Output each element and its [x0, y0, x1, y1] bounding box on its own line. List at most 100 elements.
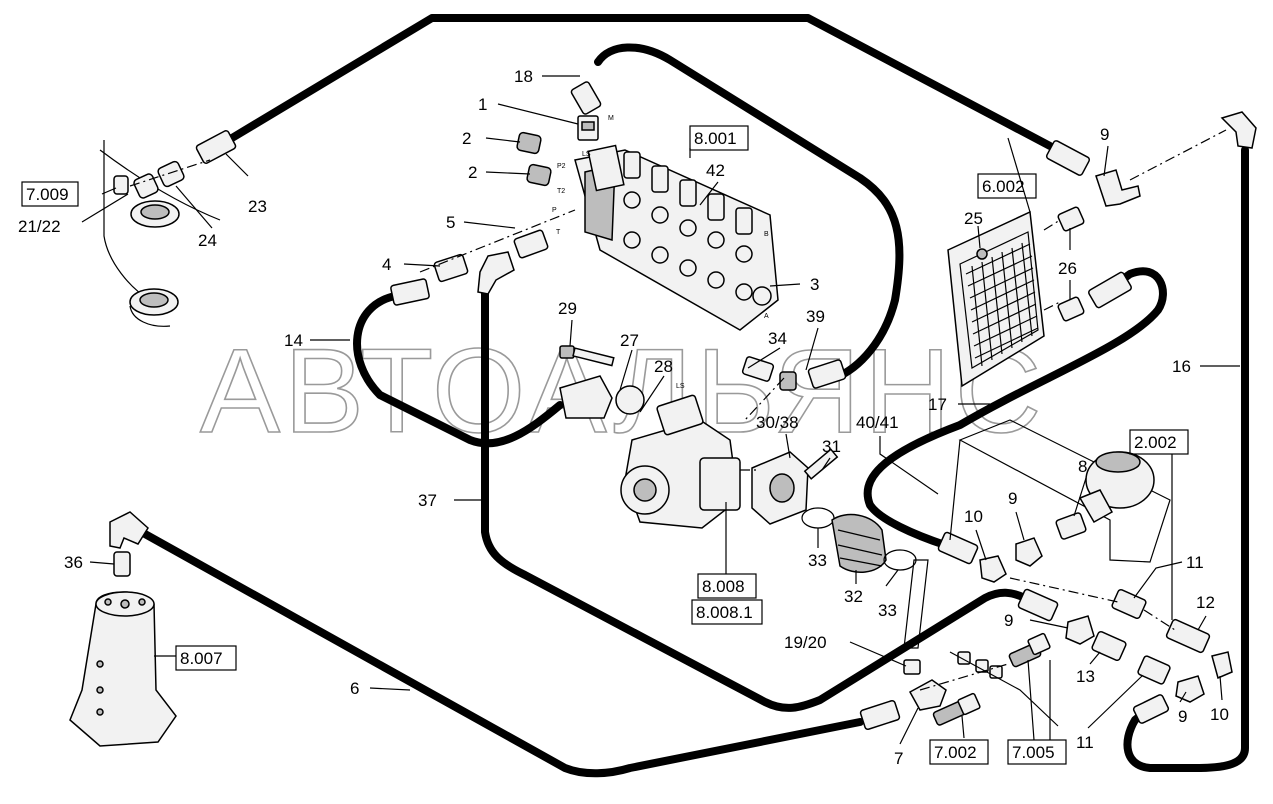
elbow-fitting-10-mid — [979, 555, 1007, 583]
ref-box-2002: 2.002 — [1129, 429, 1189, 455]
centerline-valve-left — [419, 209, 576, 273]
fitting-5 — [513, 229, 549, 259]
hose-16 — [1123, 146, 1249, 772]
tee-fitting-7 — [908, 679, 947, 711]
port-mark-t2: T2 — [557, 188, 565, 195]
hose-fitting-14 — [390, 278, 430, 306]
callout-33-lower: 33 — [878, 601, 897, 620]
port-mark-m: M — [608, 115, 614, 122]
bolt-29 — [559, 345, 615, 367]
callout-13: 13 — [1076, 667, 1095, 686]
port-mark-t: T — [556, 229, 561, 236]
svg-text:8.007: 8.007 — [180, 649, 223, 668]
callout-1: 1 — [478, 95, 487, 114]
callout-29: 29 — [558, 299, 577, 318]
callout-42: 42 — [706, 161, 725, 180]
svg-text:2.002: 2.002 — [1134, 433, 1177, 452]
svg-text:7.005: 7.005 — [1012, 743, 1055, 762]
callout-12: 12 — [1196, 593, 1215, 612]
callout-9-top: 9 — [1100, 125, 1109, 144]
callout-23: 23 — [248, 197, 267, 216]
centerline-cooler-side — [1043, 219, 1061, 311]
callout-14: 14 — [284, 331, 303, 350]
elbow-fitting-10-bottom — [1211, 651, 1233, 680]
callout-28: 28 — [654, 357, 673, 376]
ref-box-8008: 8.008 — [697, 573, 757, 599]
hose-14 — [353, 292, 564, 448]
fitting-27-flange — [559, 375, 645, 419]
callout-26: 26 — [1058, 259, 1077, 278]
fitting-26-lower — [1057, 296, 1085, 322]
callout-9-lower: 9 — [1004, 611, 1013, 630]
hose-fitting-37 — [1017, 588, 1059, 622]
fitting-18 — [570, 81, 602, 115]
elbow-fitting-16-top — [1220, 111, 1257, 149]
hose-fitting-17-bottom — [937, 531, 979, 565]
svg-text:7.009: 7.009 — [26, 185, 69, 204]
hose-18 — [594, 43, 904, 382]
screw-31 — [803, 448, 839, 480]
callout-36: 36 — [64, 553, 83, 572]
centerline-pump — [740, 377, 785, 471]
callout-4: 4 — [382, 255, 391, 274]
ref-box-8001: 8.001 — [689, 125, 749, 151]
fitting-7002 — [932, 692, 981, 726]
bracket-rod — [903, 559, 929, 649]
clamp-33-lower — [883, 549, 917, 571]
callout-31: 31 — [822, 437, 841, 456]
callout-7: 7 — [894, 749, 903, 768]
fitting-11-lower — [1137, 655, 1171, 685]
cooler-grid — [965, 242, 1039, 367]
small-fittings-group — [957, 651, 1003, 679]
callout-10-bottom: 10 — [1210, 705, 1229, 724]
svg-text:8.001: 8.001 — [694, 129, 737, 148]
callout-9-mid: 9 — [1008, 489, 1017, 508]
callout-10-mid: 10 — [964, 507, 983, 526]
ref-box-6002: 6.002 — [977, 173, 1037, 199]
callout-19-20: 19/20 — [784, 633, 827, 652]
hose-fitting-23 — [195, 130, 237, 164]
callout-25: 25 — [964, 209, 983, 228]
hose-37 — [481, 286, 1029, 712]
control-valve-block: M LS P2 T2 P T B A — [552, 115, 779, 331]
port-mark-b: B — [764, 231, 769, 238]
callout-24: 24 — [198, 231, 217, 250]
callout-34: 34 — [768, 329, 787, 348]
ref-box-7009: 7.009 — [21, 181, 79, 207]
rotary-joint — [69, 591, 177, 747]
hose-17 — [863, 267, 1167, 549]
callout-6: 6 — [350, 679, 359, 698]
callout-18: 18 — [514, 67, 533, 86]
callout-9-bottom: 9 — [1178, 707, 1187, 726]
fitting-11-upper — [1111, 588, 1147, 620]
svg-text:8.008: 8.008 — [702, 577, 745, 596]
centerline-cooler-top — [1129, 129, 1227, 181]
callout-33-upper: 33 — [808, 551, 827, 570]
fitting-4 — [433, 253, 469, 283]
tee-fitting-9-mid — [1015, 537, 1043, 567]
tee-fitting-9-top — [1095, 169, 1141, 207]
fitting-26-upper — [1057, 206, 1085, 232]
callout-11-lower: 11 — [1076, 733, 1094, 752]
callout-17: 17 — [928, 395, 947, 414]
callout-27: 27 — [620, 331, 639, 350]
filter-32 — [831, 513, 887, 573]
hose-fitting-16-bottom — [1132, 694, 1170, 724]
callout-39: 39 — [806, 307, 825, 326]
hose-6 — [141, 530, 864, 778]
callout-37: 37 — [418, 491, 437, 510]
port-mark-ls: LS — [582, 151, 591, 158]
tee-fitting-9-bottom — [1175, 675, 1205, 703]
hose-fitting-17-top — [1088, 271, 1132, 309]
tank-assembly-left — [99, 140, 221, 327]
fitting-13 — [1091, 630, 1127, 662]
tank-assembly-right — [949, 419, 1171, 563]
plug-2-lower — [526, 163, 552, 187]
ref-box-7005: 7.005 — [1007, 739, 1067, 765]
hose-23 — [228, 14, 1054, 150]
centerline-bottom — [919, 663, 1009, 691]
callout-32: 32 — [844, 587, 863, 606]
svg-text:6.002: 6.002 — [982, 177, 1025, 196]
nut-19-20 — [903, 659, 921, 675]
